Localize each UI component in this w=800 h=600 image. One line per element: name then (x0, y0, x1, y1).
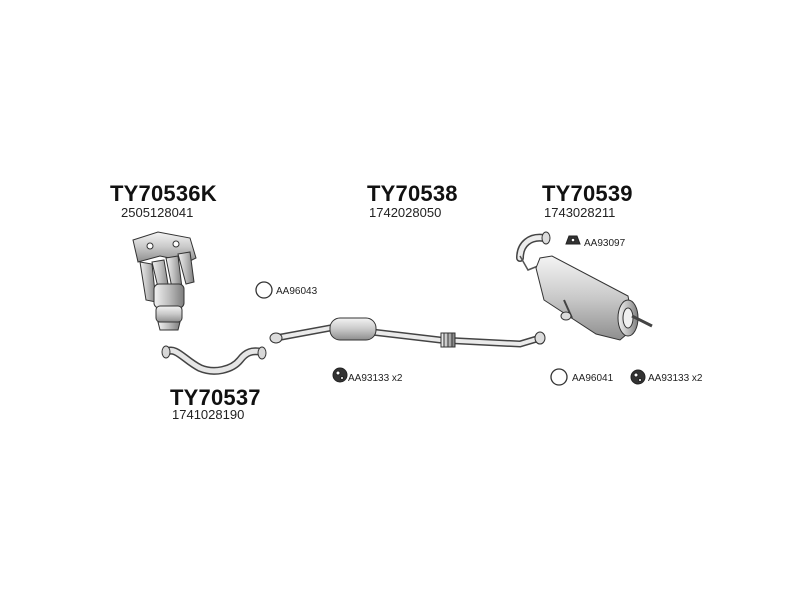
rubber-mount-icon[interactable] (332, 367, 348, 383)
accessory-label-aa96041[interactable]: AA96041 (572, 373, 614, 384)
middle-pipe-part[interactable] (269, 317, 546, 348)
accessory-label-aa93097[interactable]: AA93097 (584, 238, 626, 249)
o-ring-icon[interactable] (255, 281, 273, 299)
front-pipe-part[interactable] (161, 345, 267, 375)
assembly-code-rear-silencer[interactable]: TY70539 (542, 181, 633, 206)
rear-silencer-part[interactable] (516, 231, 653, 341)
rubber-hanger-icon[interactable] (565, 235, 581, 245)
assembly-code-middle-pipe[interactable]: TY70538 (367, 181, 458, 206)
oem-number-front-pipe: 1741028190 (172, 407, 245, 422)
oem-number-manifold: 2505128041 (121, 205, 194, 220)
accessory-label-aa93133-rear[interactable]: AA93133 x2 (648, 373, 703, 384)
exhaust-manifold-part[interactable] (132, 231, 197, 331)
assembly-code-manifold[interactable]: TY70536K (110, 181, 217, 206)
o-ring-icon[interactable] (550, 368, 568, 386)
assembly-code-front-pipe[interactable]: TY70537 (170, 385, 261, 410)
oem-number-middle-pipe: 1742028050 (369, 205, 442, 220)
accessory-label-aa96043[interactable]: AA96043 (276, 286, 318, 297)
rubber-mount-icon[interactable] (630, 369, 646, 385)
accessory-label-aa93133-middle[interactable]: AA93133 x2 (348, 373, 403, 384)
oem-number-rear-silencer: 1743028211 (544, 205, 616, 220)
